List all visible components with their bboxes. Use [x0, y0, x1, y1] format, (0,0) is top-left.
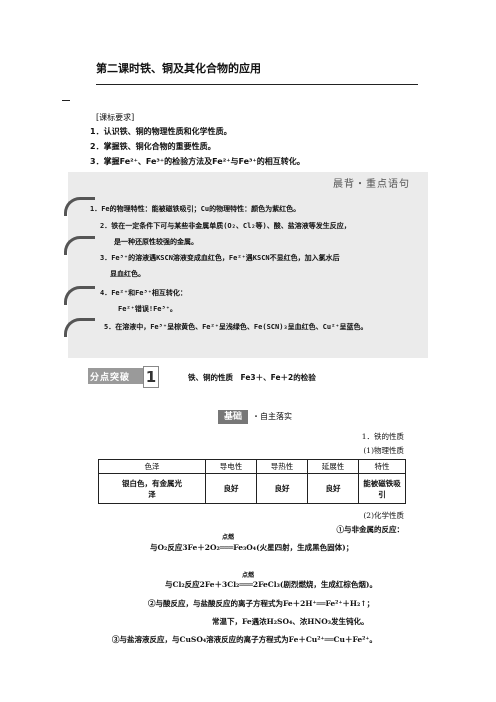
key-point-line: 4．Fe²⁺和Fe³⁺相互转化： [100, 289, 187, 297]
passivation-note: 常温下，Fe遇浓H₂SO₄、浓HNO₃发生钝化。 [212, 617, 369, 626]
section-title: 铁、铜的性质 Fe3＋、Fe＋2的检验 [188, 373, 316, 382]
page-title: 第二课时铁、铜及其化合物的应用 [96, 62, 261, 75]
nonmetal-reaction-heading: ①与非金属的反应： [336, 525, 405, 534]
table-cell: 良好 [256, 473, 308, 504]
table-cell: 良好 [205, 473, 257, 504]
physical-props-heading: (1)物理性质 [363, 446, 404, 455]
requirement-item: 3．掌握Fe²⁺、Fe³⁺的检验方法及Fe²⁺与Fe³⁺的相互转化。 [90, 157, 305, 166]
table-cell: 银白色，有金属光泽 [98, 473, 206, 504]
chemical-props-heading: (2)化学性质 [363, 511, 404, 520]
key-point-line: 2．铁在一定条件下可与某些非金属单质(O₂、Cl₂等)、酸、盐溶液等发生反应， [100, 222, 351, 230]
reaction-acid: ②与酸反应，与盐酸反应的离子方程式为Fe＋2H⁺══Fe²⁺＋H₂↑； [148, 599, 375, 608]
table-header-cell: 特性 [358, 459, 406, 474]
table-cell: 良好 [307, 473, 359, 504]
iron-heading: 1．铁的性质 [361, 432, 404, 441]
requirement-item: 2．掌握铁、铜化合物的重要性质。 [90, 142, 216, 151]
key-point-line: 5．在溶液中，Fe³⁺呈棕黄色、Fe²⁺呈浅绿色、Fe(SCN)₃呈血红色、Cu… [104, 323, 368, 331]
key-points-heading: 晨背・重点语句 [333, 179, 410, 190]
table-cell: 能被磁铁吸引 [358, 473, 406, 504]
physical-properties-table: 色泽 导电性 导热性 延展性 特性 银白色，有金属光泽 良好 良好 良好 能被磁… [98, 459, 406, 504]
section-badge-number: 1 [143, 366, 159, 388]
table-row: 银白色，有金属光泽 良好 良好 良好 能被磁铁吸引 [98, 473, 406, 504]
requirement-item: 1．认识铁、铜的物理性质和化学性质。 [90, 127, 232, 136]
binder-ring-icon [64, 318, 95, 337]
reaction-condition: 点燃 [242, 572, 255, 579]
title-divider-tail [62, 100, 70, 101]
reaction-cl2: 与Cl₂反应2Fe＋3Cl₂═══2FeCl₃(剧烈燃烧，生成红棕色烟)。 [165, 580, 377, 589]
binder-ring-icon [64, 197, 95, 216]
binder-ring-icon [64, 286, 95, 305]
reaction-salt: ③与盐溶液反应，与CuSO₄溶液反应的离子方程式为Fe＋Cu²⁺══Cu＋Fe²… [112, 635, 377, 644]
key-points-panel [68, 172, 428, 358]
basics-label: ・自主落实 [252, 412, 292, 421]
section-badge [88, 368, 156, 384]
key-point-line: 3．Fe³⁺的溶液遇KSCN溶液变成血红色，Fe²⁺遇KSCN不显红色，加入氯水… [100, 254, 340, 262]
table-header-cell: 延展性 [307, 459, 359, 474]
table-header-cell: 导电性 [205, 459, 257, 474]
key-point-line: Fe²⁺错误!Fe³⁺。 [118, 305, 177, 313]
table-header-cell: 导热性 [256, 459, 308, 474]
section-badge-label: 分点突破 [90, 373, 131, 383]
title-divider [96, 84, 418, 85]
key-point-line: 显血红色。 [110, 270, 145, 278]
binder-ring-icon [64, 236, 95, 255]
key-point-line: 是一种还原性较强的金属。 [114, 238, 198, 246]
table-header-row: 色泽 导电性 导热性 延展性 特性 [98, 459, 406, 474]
key-point-line: 1．Fe的物理特性：能被磁铁吸引；Cu的物理特性：颜色为紫红色。 [90, 205, 301, 213]
reaction-o2: 与O₂反应3Fe＋2O₂═══Fe₃O₄(火星四射，生成黑色固体)； [150, 543, 354, 552]
reaction-condition: 点燃 [222, 534, 235, 541]
requirements-heading: [课标要求] [96, 113, 135, 122]
table-header-cell: 色泽 [98, 459, 206, 474]
basics-badge: 基础 [218, 410, 248, 424]
